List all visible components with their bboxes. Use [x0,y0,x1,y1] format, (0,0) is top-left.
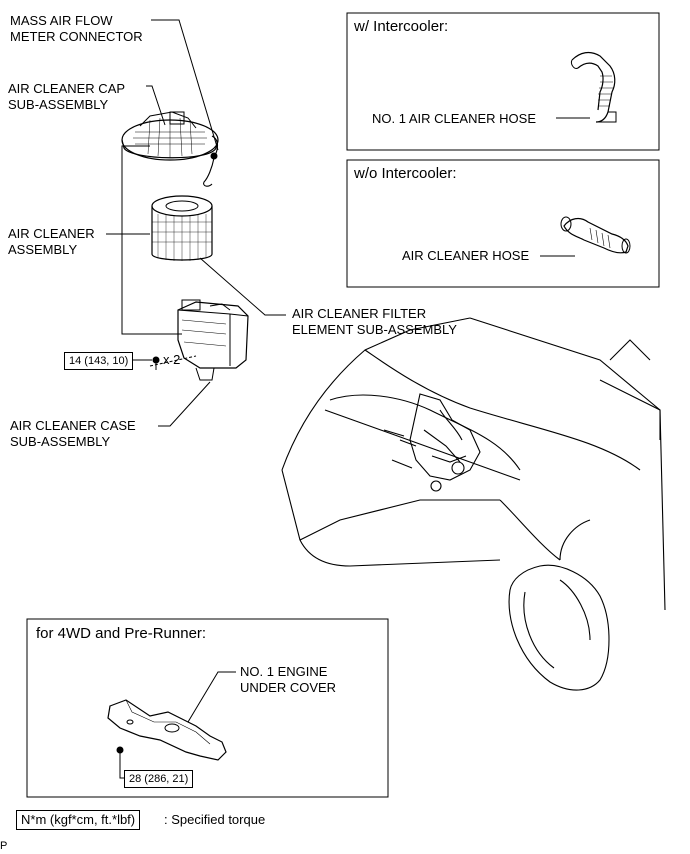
under-cover-label-line2: UNDER COVER [240,680,337,695]
cap-label-line1: AIR CLEANER CAP [8,81,126,96]
air-cleaner-hose-label: AIR CLEANER HOSE [402,248,530,263]
torque-legend-description: : Specified torque [164,812,266,827]
case-bolt-icon [152,356,160,370]
under-cover-torque-leader [119,762,124,779]
under-cover-bolt-icon [116,746,124,762]
under-cover-leader [187,671,236,723]
no-intercooler-box [346,159,660,288]
filter-label-line2: ELEMENT SUB-ASSEMBLY [292,322,457,337]
fourwd-title: for 4WD and Pre-Runner: [36,625,207,642]
filter-leader [199,257,286,316]
no-intercooler-title: w/o Intercooler: [354,165,457,182]
no1-air-cleaner-hose-drawing [571,51,617,123]
torque-unit-legend: N*m (kgf*cm, ft.*lbf) [16,810,141,830]
case-label: AIR CLEANER CASE SUB-ASSEMBLY [10,418,136,450]
under-cover-bolt-torque: 28 (286, 21) [124,770,194,788]
filter-label-line1: AIR CLEANER FILTER [292,306,427,321]
case-label-line1: AIR CLEANER CASE [10,418,136,433]
cap-label: AIR CLEANER CAP SUB-ASSEMBLY [8,81,125,113]
no1-hose-label: NO. 1 AIR CLEANER HOSE [372,111,536,126]
figure-code: P [0,840,8,852]
assembly-label: AIR CLEANER ASSEMBLY [8,226,95,258]
assembly-label-line1: AIR CLEANER [8,226,95,241]
air-cleaner-case-drawing [149,299,249,381]
under-cover-drawing [107,699,227,761]
filter-element-drawing [151,195,213,261]
intercooler-box [346,12,660,151]
case-leader [158,381,211,427]
case-bolt-torque: 14 (143, 10) [64,352,134,370]
filter-label: AIR CLEANER FILTER ELEMENT SUB-ASSEMBLY [292,306,457,338]
fourwd-box [26,618,389,798]
air-cleaner-cap-drawing [121,111,219,187]
intercooler-title: w/ Intercooler: [354,18,449,35]
air-cleaner-hose-drawing [560,216,631,254]
case-label-line2: SUB-ASSEMBLY [10,434,111,449]
vehicle-drawing [281,317,666,691]
maf-connector-label: MASS AIR FLOW METER CONNECTOR [10,13,143,45]
bolt-count-label: x 2 [163,352,181,367]
assembly-label-line2: ASSEMBLY [8,242,78,257]
under-cover-label: NO. 1 ENGINE UNDER COVER [240,664,336,696]
maf-connector-label-line2: METER CONNECTOR [10,29,143,44]
cap-label-line2: SUB-ASSEMBLY [8,97,109,112]
under-cover-label-line1: NO. 1 ENGINE [240,664,328,679]
assembly-bracket [121,145,182,335]
maf-connector-leader [151,19,219,151]
maf-connector-label-line1: MASS AIR FLOW [10,13,113,28]
cap-leader [146,85,166,126]
